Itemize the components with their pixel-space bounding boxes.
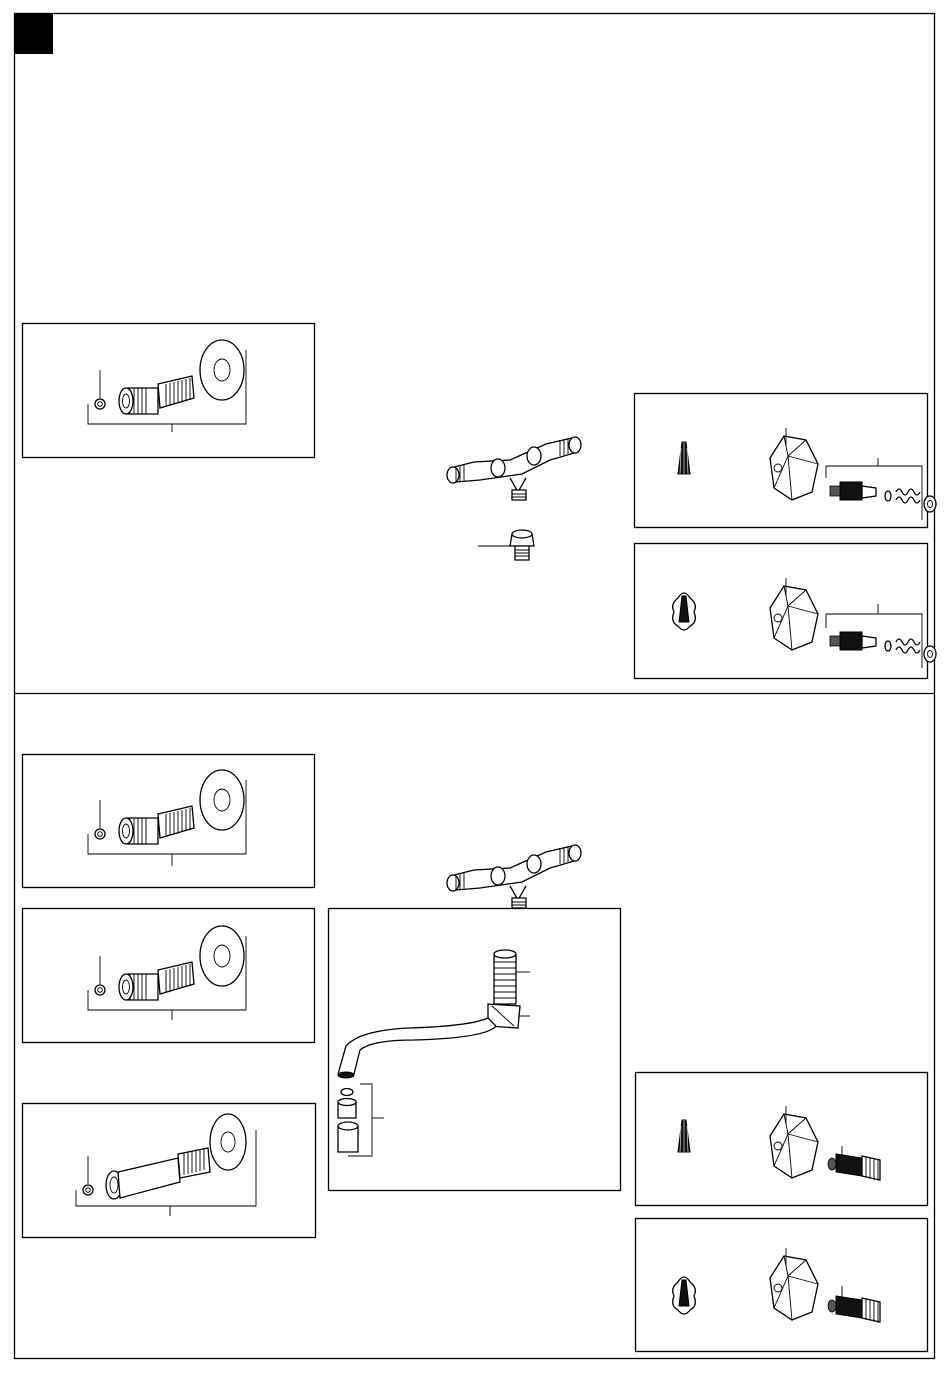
lower-twin-body	[447, 845, 581, 908]
handle-cartridge-box-d	[636, 1219, 928, 1352]
upper-connector-box	[23, 324, 315, 458]
lower-connector-box-1	[23, 755, 315, 888]
handle-cartridge-box-a	[635, 394, 937, 528]
handle-cartridge-box-c	[636, 1073, 928, 1206]
upper-nipple-fitting	[478, 530, 534, 560]
lower-long-connector-box	[23, 1104, 316, 1238]
handle-cartridge-box-b	[635, 544, 937, 679]
lower-connector-box-2	[23, 909, 315, 1043]
black-square-icon	[15, 14, 53, 54]
swivel-spout-box	[329, 909, 621, 1191]
upper-twin-body	[447, 437, 581, 500]
